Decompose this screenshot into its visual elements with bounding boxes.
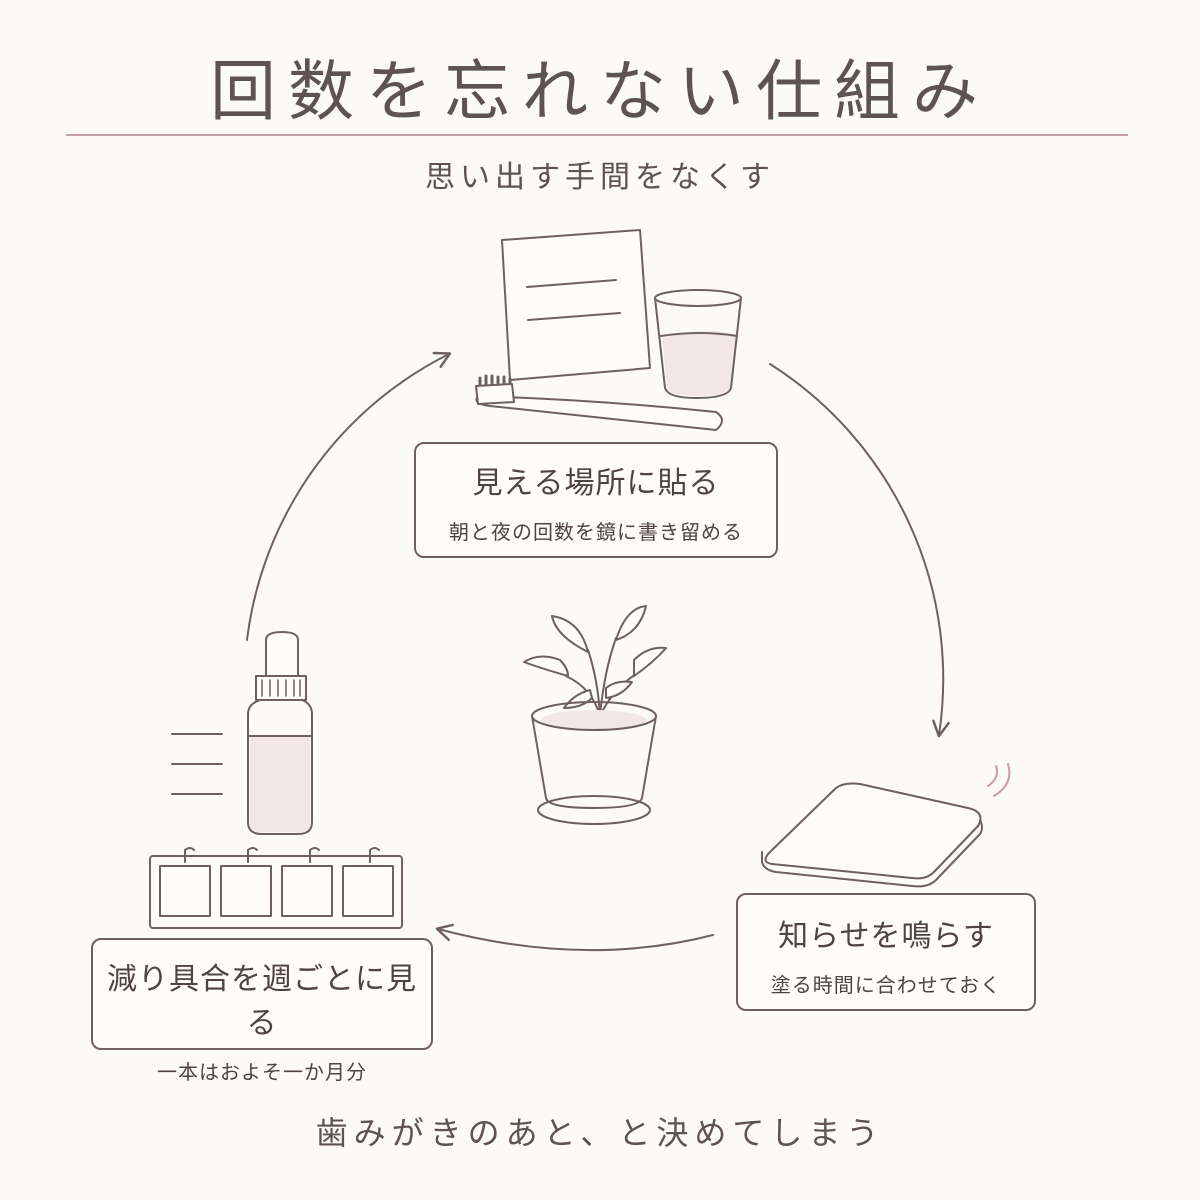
step-heading: 知らせを鳴らす — [778, 919, 994, 954]
step-detail: 朝と夜の回数を鏡に書き留める — [449, 520, 743, 544]
note-icon — [501, 229, 651, 381]
arrow-right-to-left — [435, 923, 714, 952]
step-heading: 見える場所に貼る — [472, 466, 720, 501]
footer-caption: 歯みがきのあと、と決めてしまう — [315, 1114, 885, 1152]
page-subtitle: 思い出す手間をなくす — [425, 160, 775, 195]
title-divider — [66, 134, 1128, 136]
glass-icon — [654, 289, 742, 399]
dropper-bottle-icon — [247, 631, 313, 835]
step-detail: 塗る時間に合わせておく — [770, 973, 1002, 997]
toothbrush-icon — [475, 374, 723, 431]
step-card-weekly-check: 減り具合を週ごとに見る 一本はおよそ一か月分 — [91, 938, 433, 1084]
step-detail: 一本はおよそ一か月分 — [157, 1060, 367, 1084]
phone-icon — [761, 782, 983, 888]
step-card-visible-place: 見える場所に貼る 朝と夜の回数を鏡に書き留める — [414, 442, 778, 558]
motion-lines-icon — [171, 733, 223, 795]
page-title: 回数を忘れない仕組み — [210, 53, 990, 130]
vibration-icon — [987, 763, 1011, 797]
arrow-left-to-top — [246, 351, 452, 641]
step-card-notification: 知らせを鳴らす 塗る時間に合わせておく — [736, 893, 1036, 1011]
arrow-top-to-right — [769, 363, 950, 738]
calendar-icon — [149, 847, 403, 929]
plant-icon — [523, 605, 667, 825]
step-heading: 減り具合を週ごとに見る — [107, 962, 417, 1041]
